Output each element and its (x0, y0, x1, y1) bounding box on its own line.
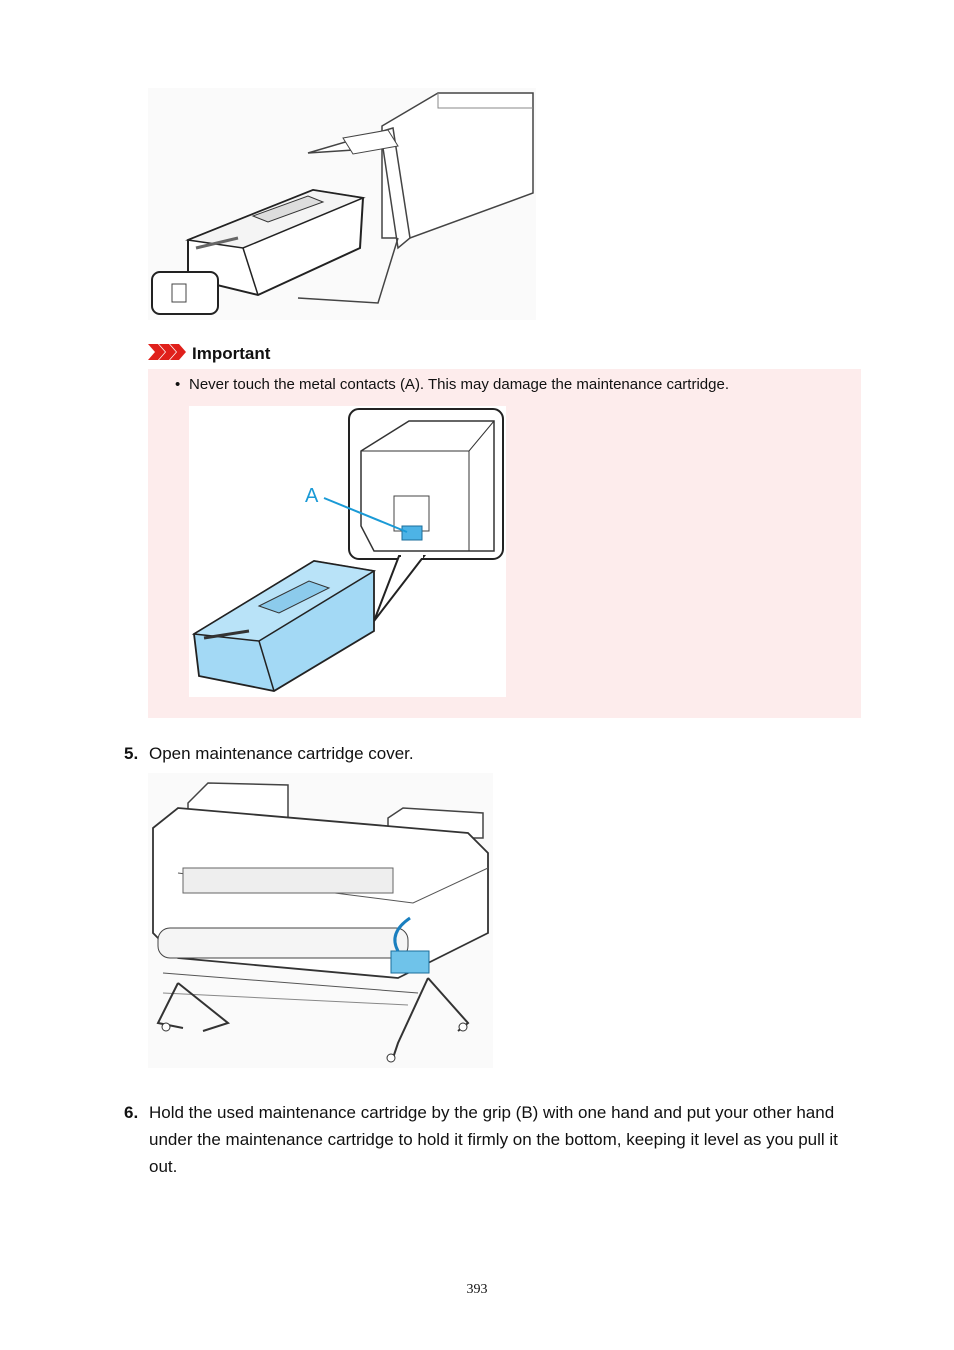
step-text: Hold the used maintenance cartridge by t… (149, 1103, 838, 1176)
important-bullet-text: Never touch the metal contacts (A). This… (189, 376, 729, 393)
step-text: Open maintenance cartridge cover. (149, 744, 414, 763)
step-number: 5. (124, 744, 139, 763)
metal-contacts-figure: A (189, 406, 506, 697)
bullet-dot: • (175, 376, 181, 393)
printer-figure (148, 773, 493, 1068)
step-5: 5. Open maintenance cartridge cover. (124, 740, 849, 767)
important-title: Important (192, 344, 271, 363)
callout-label-a: A (305, 485, 319, 507)
step-6: 6. Hold the used maintenance cartridge b… (124, 1099, 849, 1180)
important-bullet: • Never touch the metal contacts (A). Th… (175, 376, 729, 393)
important-heading: Important (148, 342, 270, 366)
cartridge-unboxing-figure (148, 88, 536, 320)
step-number: 6. (124, 1103, 139, 1122)
page-number: 393 (466, 1282, 488, 1297)
important-chevrons-icon (148, 343, 186, 365)
